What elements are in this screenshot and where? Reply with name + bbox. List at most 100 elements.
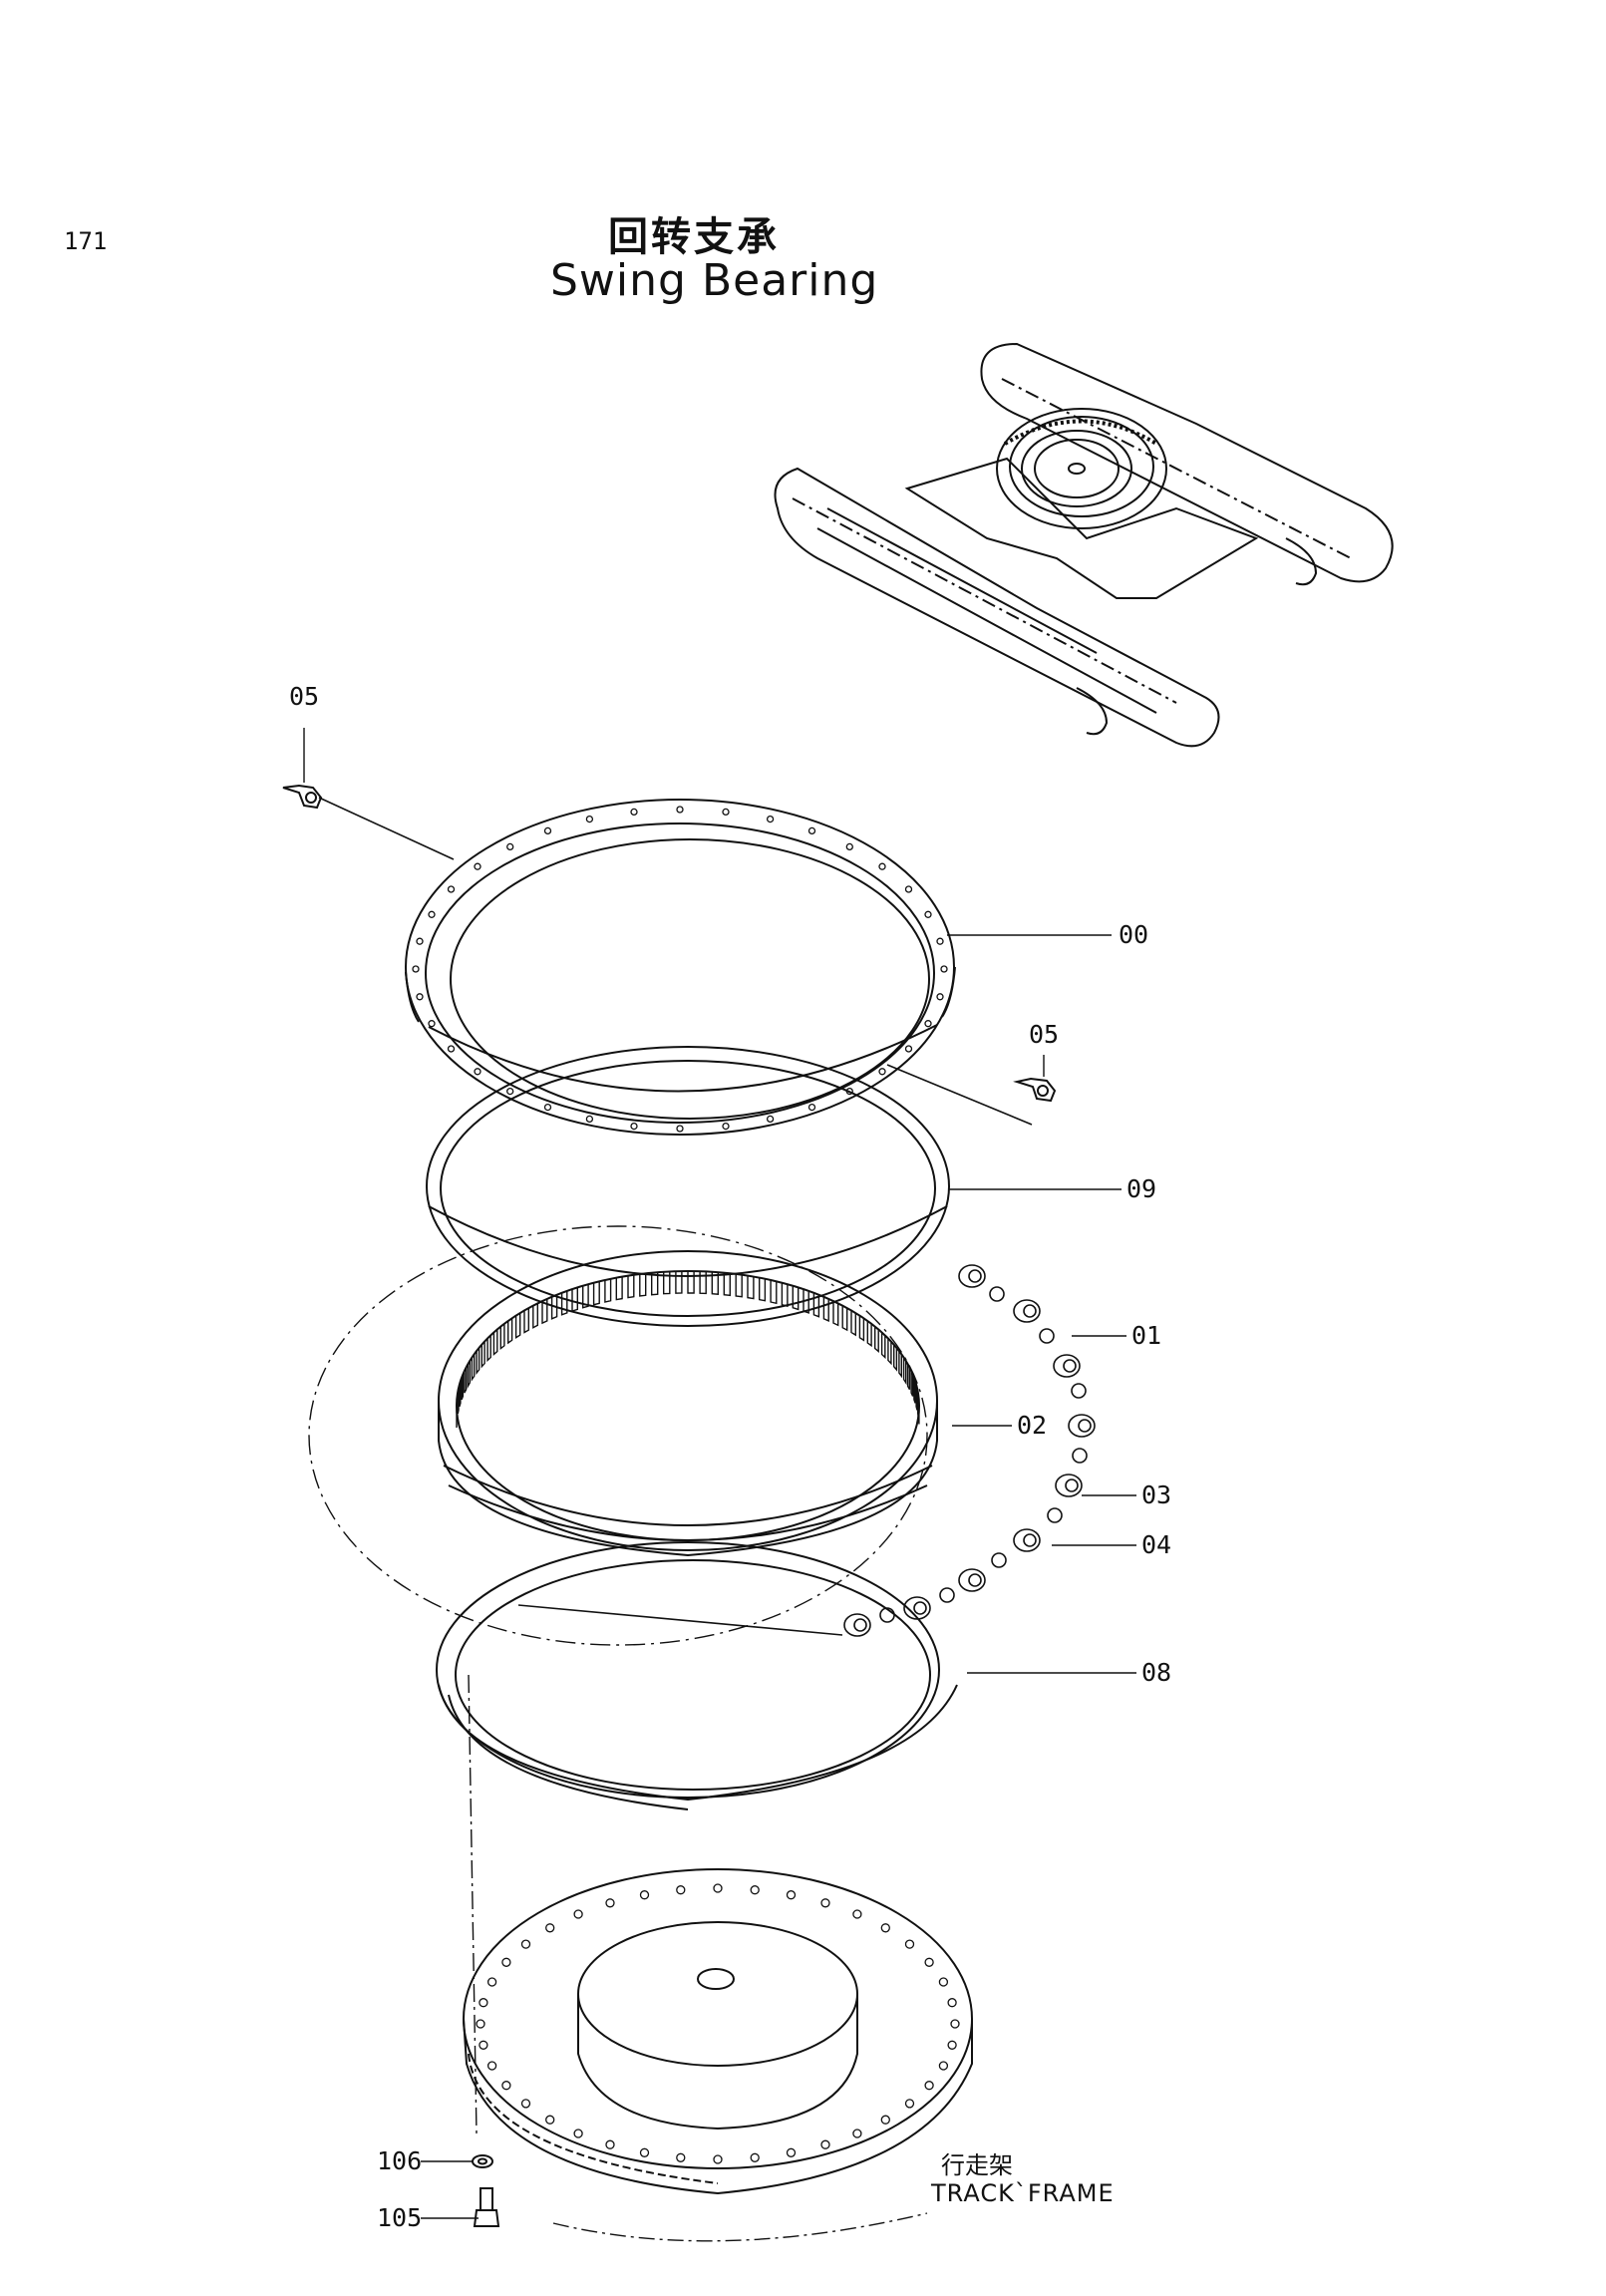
leader-lines	[318, 797, 1136, 2219]
bolt-hole	[486, 2061, 497, 2071]
callout-01: 01	[1131, 1321, 1162, 1350]
bolt-hole	[938, 1977, 949, 1987]
bolt-hole	[474, 1068, 482, 1076]
spacer-bore	[968, 1269, 982, 1283]
bolt-hole	[630, 1122, 638, 1131]
callout-05-top: 05	[289, 682, 320, 711]
bolt-hole	[820, 2139, 830, 2149]
bolt-hole	[924, 2081, 934, 2091]
bolt-hole	[750, 1885, 760, 1895]
ball	[991, 1552, 1007, 1568]
bolt-hole	[479, 2040, 488, 2050]
bolt-hole	[904, 885, 913, 893]
bolt-hole	[904, 1045, 913, 1053]
bolt-hole	[543, 1103, 552, 1112]
spacer	[1053, 1354, 1081, 1378]
bolt-hole	[947, 1998, 957, 2008]
grease-fitting-05-top	[282, 728, 323, 810]
spacer-bore	[1063, 1359, 1077, 1373]
bolt-hole	[786, 1890, 797, 1900]
bolt-hole	[807, 826, 816, 835]
spacer-bore	[1065, 1478, 1079, 1492]
bolt-hole	[630, 808, 638, 817]
bolt-hole	[938, 2061, 949, 2071]
bolt-hole	[940, 965, 948, 973]
ball-and-spacer-chain	[843, 1264, 1096, 1637]
bolt-hole	[820, 1898, 830, 1908]
spacer-bore	[1078, 1419, 1092, 1433]
seal-08	[436, 1541, 958, 1810]
bolt-hole	[878, 862, 886, 870]
bolt-hole	[845, 842, 853, 851]
bolt-hole	[520, 2099, 531, 2109]
page-number: 171	[64, 227, 108, 255]
spacer-bore	[1023, 1533, 1037, 1547]
bolt-hole	[474, 862, 482, 870]
bolt-hole	[639, 1890, 650, 1900]
bolt-hole	[852, 1909, 862, 1919]
bolt-hole	[924, 1957, 934, 1967]
callout-02: 02	[1017, 1411, 1048, 1440]
bolt-hole	[501, 2081, 511, 2091]
bolt-hole	[447, 1045, 456, 1053]
spacer-bore	[853, 1618, 867, 1632]
callout-105: 105	[377, 2203, 423, 2232]
bolt-axis-line	[468, 1674, 478, 2134]
bolt-hole	[447, 885, 456, 893]
bolt-hole	[904, 1939, 915, 1949]
bolt-hole	[947, 2040, 957, 2050]
bolt-hole	[676, 1125, 684, 1133]
bolt-hole	[924, 910, 932, 918]
grease-fitting-05-right	[1013, 1055, 1057, 1103]
callout-09: 09	[1126, 1174, 1157, 1203]
bolt-hole	[878, 1068, 886, 1076]
spacer-bore	[913, 1601, 927, 1615]
ball	[1072, 1448, 1088, 1464]
callout-00: 00	[1119, 920, 1149, 949]
inner-ring-gear-02	[438, 1250, 938, 1557]
bolt-hole	[479, 1998, 488, 2008]
bolt-hole	[573, 1909, 583, 1919]
spacer	[1013, 1528, 1041, 1552]
ball	[1047, 1507, 1063, 1523]
bolt-hole	[713, 1883, 723, 1893]
bolt-hole	[722, 808, 730, 817]
bolt-hole	[936, 993, 944, 1001]
bolt-hole	[501, 1957, 511, 1967]
bolt-hole	[476, 2019, 485, 2029]
bolt-hole	[676, 1885, 686, 1895]
bolt-hole	[486, 1977, 497, 1987]
plate-bolt-holes	[476, 1883, 960, 2164]
bolt-hole	[924, 1020, 932, 1028]
bolt-hole	[676, 806, 684, 814]
bolt-hole	[605, 1898, 615, 1908]
bolt-hole	[506, 842, 514, 851]
bolt-hole	[950, 2019, 960, 2029]
spacer	[1068, 1414, 1096, 1438]
bolt-hole	[585, 815, 594, 823]
bolt-hole	[545, 1923, 555, 1933]
bolt-hole	[428, 910, 436, 918]
track-frame-label-cn: 行走架	[941, 2151, 1013, 2179]
mounting-plate	[463, 1868, 973, 2242]
bolt-hole	[852, 2129, 862, 2138]
bolt-hole	[573, 2129, 583, 2138]
track-frame-illustration	[774, 342, 1394, 748]
bolt-hole	[722, 1122, 730, 1131]
bolt-hole	[428, 1020, 436, 1028]
rotation-path-ellipse	[308, 1225, 928, 1646]
callout-08: 08	[1141, 1658, 1172, 1687]
bolt-hole	[880, 2115, 890, 2125]
spacer	[958, 1264, 986, 1288]
bolt-hole	[545, 2115, 555, 2125]
bolt-hole	[750, 2152, 760, 2162]
bolt-hole	[416, 993, 424, 1001]
washer-106	[472, 2154, 493, 2168]
bolt-hole	[520, 1939, 531, 1949]
bolt-hole	[786, 2147, 797, 2157]
track-frame-label-en: TRACK`FRAME	[931, 2179, 1115, 2207]
spacer	[958, 1568, 986, 1592]
bolt-hole	[416, 937, 424, 945]
